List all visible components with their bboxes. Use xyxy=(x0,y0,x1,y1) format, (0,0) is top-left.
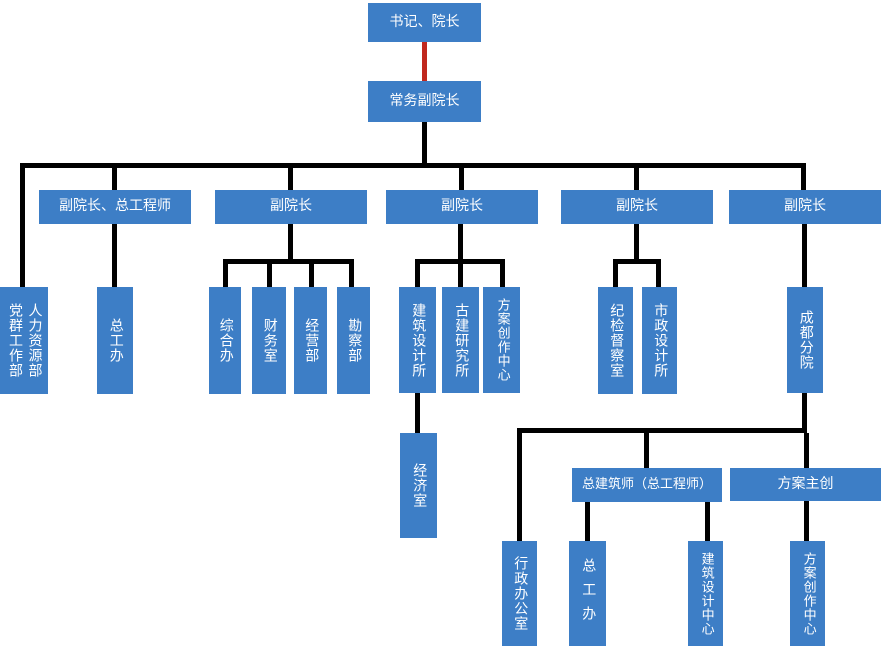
connector-to-general-office xyxy=(223,264,228,287)
connector-to-economy-office xyxy=(415,393,420,433)
org-node-general-office: 综合办 xyxy=(209,287,241,394)
org-node-ancient-architecture-institute: 古建研究所 xyxy=(442,287,479,393)
connector-to-scheme-creation-center xyxy=(500,264,505,287)
org-node-finance-office: 财务室 xyxy=(252,287,286,394)
connector-to-admin-office xyxy=(517,433,522,541)
org-node-municipal-design-institute: 市政设计所 xyxy=(642,287,677,394)
connector-branch-horizontal xyxy=(517,428,807,433)
connector-exec-down xyxy=(422,122,427,165)
connector-to-vice-dean-2 xyxy=(288,168,293,190)
org-node-branch-scheme-creation-center: 方案创作中心 xyxy=(790,541,825,646)
org-node-operations-dept: 经营部 xyxy=(294,287,327,394)
connector-to-scheme-lead xyxy=(804,433,809,468)
connector-vice-dean-2-down xyxy=(288,224,293,264)
connector-to-arch-design-institute xyxy=(415,264,420,287)
org-node-scheme-lead: 方案主创 xyxy=(730,468,881,501)
org-node-vice-dean-3: 副院长 xyxy=(386,190,538,224)
connector-to-municipal-institute xyxy=(656,264,661,287)
org-node-party-mass-and-hr: 党群工作部 人力资源部 xyxy=(0,287,48,394)
org-node-economy-office: 经济室 xyxy=(400,433,437,538)
org-node-vice-dean-4: 副院长 xyxy=(561,190,713,224)
org-node-executive-vice-dean: 常务副院长 xyxy=(368,81,481,122)
connector-chengdu-down xyxy=(802,393,807,428)
org-node-architectural-design-institute: 建筑设计所 xyxy=(399,287,436,393)
org-node-vice-dean-5: 副院长 xyxy=(729,190,881,224)
connector-to-branch-chief-eng-office xyxy=(585,502,590,541)
connector-to-branch-scheme-center xyxy=(804,501,809,541)
org-node-discipline-inspection-office: 纪检督察室 xyxy=(598,287,633,394)
org-node-scheme-creation-center: 方案创作中心 xyxy=(483,287,520,393)
party-mass-dept-label: 党群工作部 xyxy=(7,303,23,378)
connector-main-horizontal xyxy=(20,163,806,168)
org-node-vice-dean-chief-engineer: 副院长、总工程师 xyxy=(39,190,191,224)
connector-to-chief-eng-office xyxy=(112,224,117,287)
connector-to-chengdu-branch xyxy=(802,224,807,287)
connector-to-vice-dean-chief-eng xyxy=(112,168,117,190)
connector-secretary-to-exec xyxy=(422,42,427,81)
connector-to-chief-architect xyxy=(644,433,649,468)
org-node-chengdu-branch: 成都分院 xyxy=(787,287,823,393)
org-node-survey-dept: 勘察部 xyxy=(337,287,370,394)
org-node-chief-engineer-office: 总工办 xyxy=(97,287,133,394)
connector-vice-dean-3-down xyxy=(458,224,463,287)
org-node-vice-dean-2: 副院长 xyxy=(215,190,367,224)
org-node-branch-chief-engineer-office: 总工办 xyxy=(569,541,606,646)
connector-group4-horizontal xyxy=(613,259,661,264)
connector-to-party-hr xyxy=(20,168,25,287)
org-node-secretary-dean: 书记、院长 xyxy=(368,3,481,42)
connector-to-vice-dean-5 xyxy=(801,168,806,190)
connector-to-branch-arch-design-center xyxy=(705,502,710,541)
org-node-chief-architect: 总建筑师（总工程师） xyxy=(572,468,722,502)
org-node-branch-architectural-design-center: 建筑设计中心 xyxy=(688,541,723,646)
connector-to-operations-dept xyxy=(309,264,314,287)
connector-to-finance-office xyxy=(267,264,272,287)
connector-group3-horizontal xyxy=(415,259,505,264)
hr-dept-label: 人力资源部 xyxy=(26,303,43,378)
connector-to-vice-dean-4 xyxy=(634,168,639,190)
connector-to-survey-dept xyxy=(349,264,354,287)
connector-vice-dean-4-down xyxy=(634,224,639,264)
org-node-admin-office: 行政办公室 xyxy=(502,541,537,646)
connector-to-discipline-office xyxy=(613,264,618,287)
connector-group2-horizontal xyxy=(223,259,354,264)
connector-to-vice-dean-3 xyxy=(459,168,464,190)
